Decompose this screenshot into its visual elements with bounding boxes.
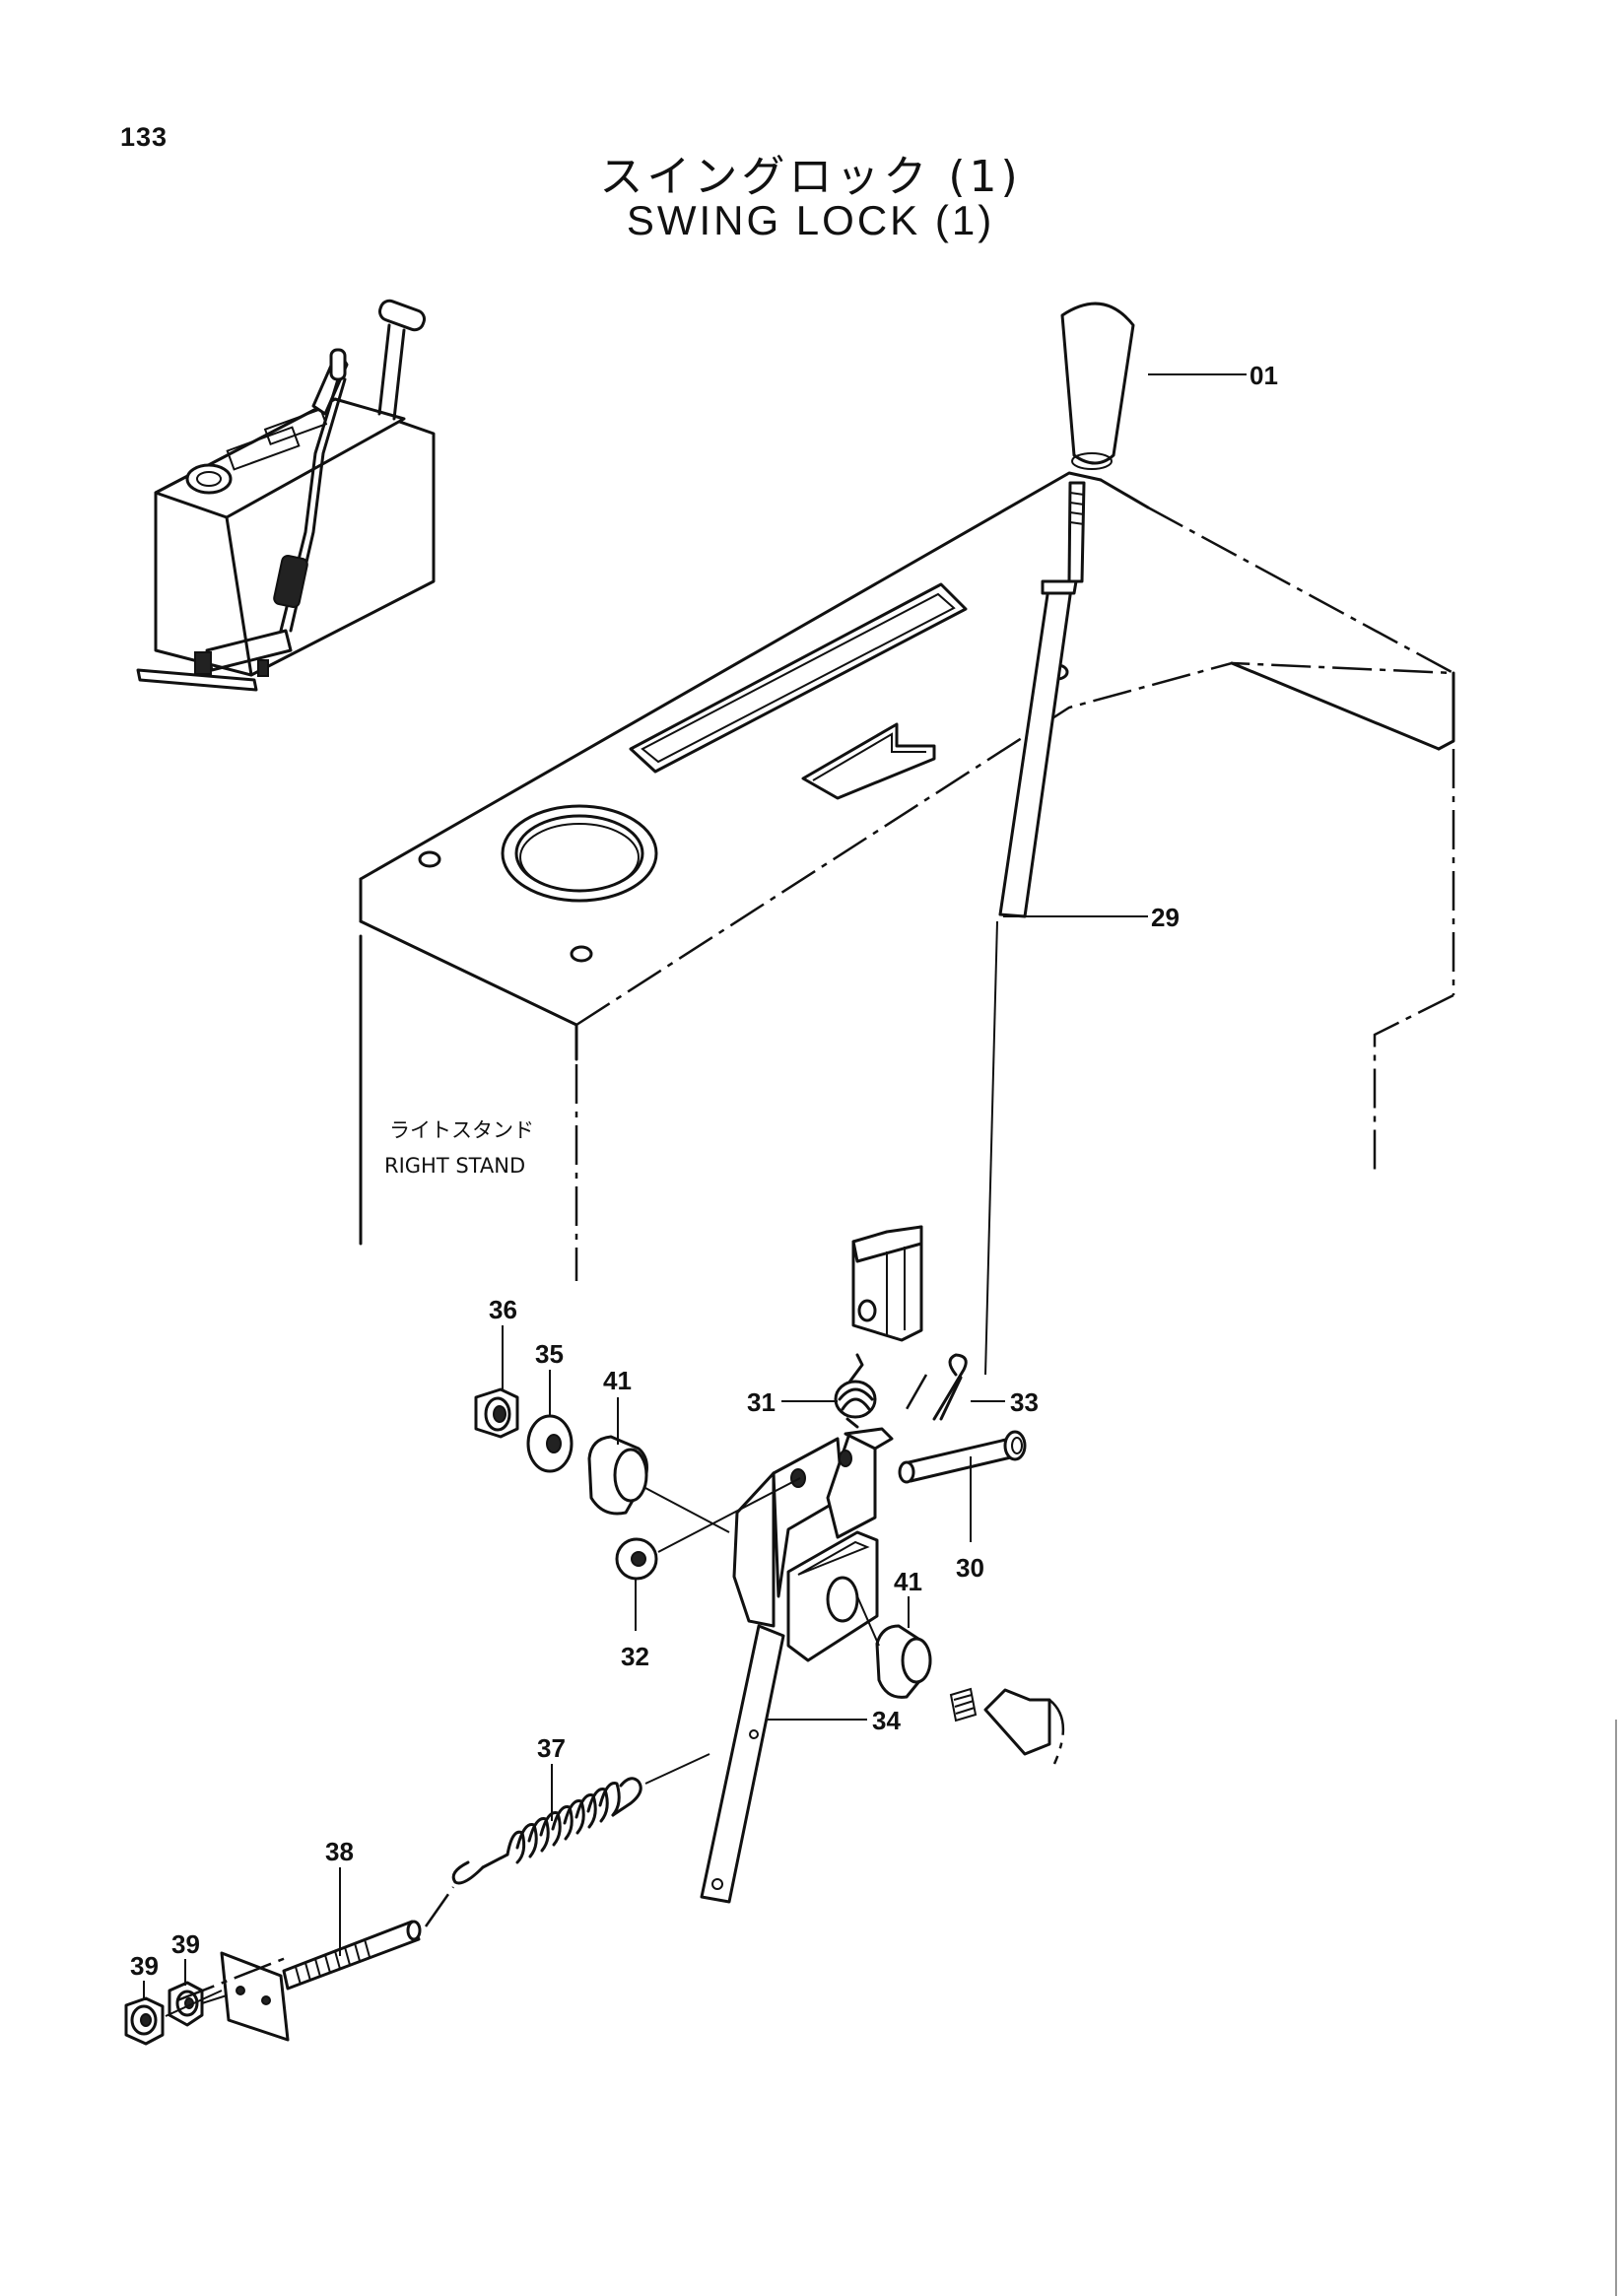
- adjusting-bolt-part-38: [282, 1920, 422, 1991]
- callout-01: 01: [1250, 361, 1278, 390]
- page-number: 133: [120, 122, 169, 152]
- washer-part-35: [526, 1414, 574, 1473]
- callout-41-upper: 41: [603, 1366, 632, 1395]
- console-inset-illustration: [136, 299, 436, 692]
- washer-part-32: [615, 1537, 658, 1581]
- nut-part-39-outer: [124, 1996, 165, 2046]
- callout-39-inner: 39: [171, 1929, 200, 1959]
- right-stand-body: [359, 471, 1455, 1281]
- callout-33: 33: [1010, 1387, 1039, 1417]
- callout-29: 29: [1151, 903, 1180, 932]
- assembly-lines: [165, 920, 998, 2017]
- lever-knob-part-01: [1060, 302, 1135, 470]
- bushing-part-41-upper: [587, 1435, 648, 1516]
- stand-label-english: RIGHT STAND: [384, 1154, 525, 1178]
- callout-35: 35: [535, 1339, 564, 1369]
- title-english: SWING LOCK (1): [626, 197, 995, 243]
- cotter-pin-part-33: [932, 1353, 968, 1421]
- callout-41-lower: 41: [894, 1567, 922, 1596]
- callout-34: 34: [872, 1706, 901, 1735]
- stand-label-japanese: ライトスタンド: [389, 1118, 534, 1142]
- plate: [220, 1951, 290, 2042]
- spring-part-31: [834, 1353, 877, 1429]
- nut-part-36: [474, 1387, 519, 1439]
- lever-rod-part-29: [851, 481, 1086, 1342]
- callout-36: 36: [489, 1295, 517, 1324]
- callout-30: 30: [956, 1553, 984, 1583]
- callout-39-outer: 39: [130, 1951, 159, 1981]
- mating-shaft-end: [949, 1687, 1065, 1765]
- leader-lines: [143, 373, 1247, 2000]
- bushing-part-41-lower: [875, 1624, 932, 1699]
- pin-part-30: [898, 1430, 1027, 1484]
- tension-spring-part-37: [451, 1777, 642, 1885]
- lever-bracket-part-34: [700, 1427, 894, 1904]
- callout-31: 31: [747, 1387, 776, 1417]
- title-japanese: スイングロック (1): [599, 152, 1022, 202]
- callout-38: 38: [325, 1837, 354, 1866]
- callout-37: 37: [537, 1733, 566, 1763]
- callout-32: 32: [621, 1642, 649, 1671]
- nut-part-39-inner: [168, 1981, 204, 2027]
